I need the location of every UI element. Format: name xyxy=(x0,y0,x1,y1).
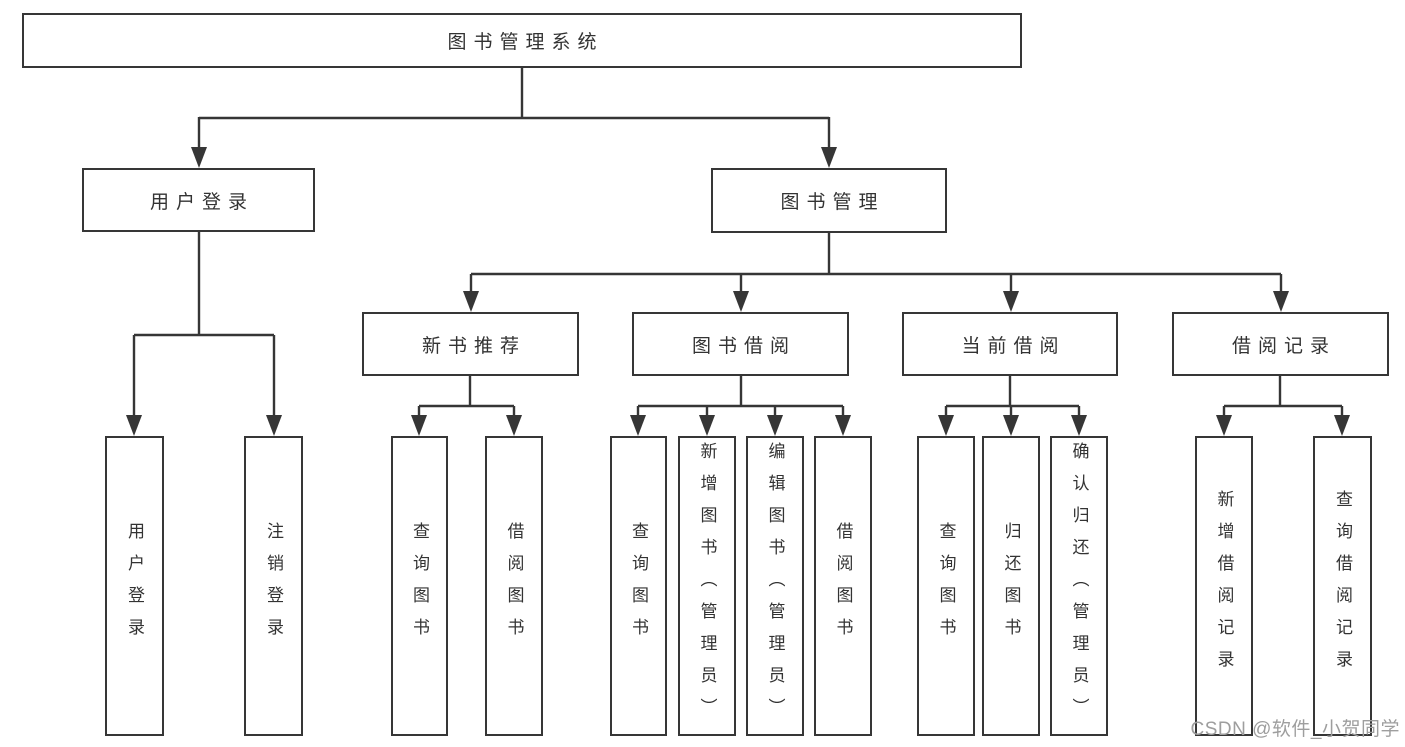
arrow-down-icon xyxy=(1334,415,1350,436)
leaf-label: 归还图书 xyxy=(1001,522,1021,650)
arrow-down-icon xyxy=(1273,291,1289,312)
arrow-down-icon xyxy=(126,415,142,436)
arrow-down-icon xyxy=(191,147,207,168)
leaf-label: 注销登录 xyxy=(264,522,283,650)
leaf-add-books-admin: 新增图书（管理员） xyxy=(678,436,736,736)
leaf-label: 新增借阅记录 xyxy=(1214,490,1234,682)
leaf-label: 查询图书 xyxy=(629,522,648,650)
leaf-label: 查询图书 xyxy=(936,522,956,650)
leaf-borrow-books: 借阅图书 xyxy=(485,436,543,736)
leaf-edit-books-admin: 编辑图书（管理员） xyxy=(746,436,804,736)
node-new-book-recommend: 新书推荐 xyxy=(362,312,579,376)
node-book-management: 图书管理 xyxy=(711,168,947,233)
leaf-borrow-books: 借阅图书 xyxy=(814,436,872,736)
arrow-down-icon xyxy=(733,291,749,312)
leaf-label: 编辑图书（管理员） xyxy=(765,442,785,730)
leaf-logout: 注销登录 xyxy=(244,436,303,736)
arrow-down-icon xyxy=(411,415,427,436)
arrow-down-icon xyxy=(266,415,282,436)
node-current-borrow: 当前借阅 xyxy=(902,312,1118,376)
leaf-add-borrow-record: 新增借阅记录 xyxy=(1195,436,1253,736)
node-user-login: 用户登录 xyxy=(82,168,315,232)
leaf-query-books: 查询图书 xyxy=(610,436,667,736)
leaf-query-borrow-record: 查询借阅记录 xyxy=(1313,436,1372,736)
node-borrow-records: 借阅记录 xyxy=(1172,312,1389,376)
leaf-label: 借阅图书 xyxy=(504,522,524,650)
arrow-down-icon xyxy=(463,291,479,312)
arrow-down-icon xyxy=(630,415,646,436)
leaf-query-books: 查询图书 xyxy=(391,436,448,736)
arrow-down-icon xyxy=(699,415,715,436)
leaf-label: 用户登录 xyxy=(125,522,144,650)
arrow-down-icon xyxy=(506,415,522,436)
leaf-label: 借阅图书 xyxy=(833,522,853,650)
node-book-borrow: 图书借阅 xyxy=(632,312,849,376)
leaf-return-books: 归还图书 xyxy=(982,436,1040,736)
arrow-down-icon xyxy=(1003,291,1019,312)
leaf-label: 查询图书 xyxy=(410,522,429,650)
csdn-watermark: CSDN @软件_小贺同学 xyxy=(1190,719,1400,740)
arrow-down-icon xyxy=(1216,415,1232,436)
leaf-label: 确认归还（管理员） xyxy=(1069,442,1089,730)
arrow-down-icon xyxy=(938,415,954,436)
leaf-label: 新增图书（管理员） xyxy=(697,442,717,730)
arrow-down-icon xyxy=(767,415,783,436)
node-root: 图书管理系统 xyxy=(22,13,1022,68)
leaf-label: 查询借阅记录 xyxy=(1333,490,1352,682)
arrow-down-icon xyxy=(1071,415,1087,436)
arrow-down-icon xyxy=(1003,415,1019,436)
arrow-down-icon xyxy=(835,415,851,436)
leaf-query-books: 查询图书 xyxy=(917,436,975,736)
leaf-user-login: 用户登录 xyxy=(105,436,164,736)
leaf-confirm-return-admin: 确认归还（管理员） xyxy=(1050,436,1108,736)
arrow-down-icon xyxy=(821,147,837,168)
